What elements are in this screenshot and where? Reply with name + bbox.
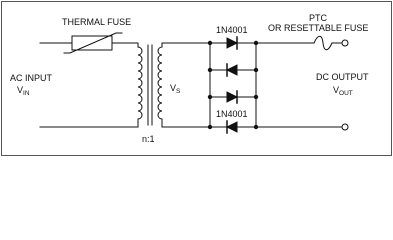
vs-label: VS	[170, 83, 181, 95]
input-bottom-wire	[39, 122, 139, 128]
input-top-wire	[39, 42, 139, 48]
junction-dot	[207, 124, 213, 130]
junction-dot	[207, 40, 213, 46]
turns-ratio-label: n:1	[142, 134, 155, 144]
transformer-secondary-coil	[157, 46, 163, 124]
diode-d3-symbol	[226, 90, 239, 104]
vin-label: VIN	[17, 85, 30, 97]
ptc-fuse-symbol	[313, 35, 333, 51]
secondary-bottom-wire	[161, 122, 211, 128]
schematic-canvas: THERMAL FUSE AC INPUT VIN VS n:1 1N4001 …	[1, 1, 392, 156]
diode-bottom-label: 1N4001	[216, 109, 248, 119]
diode-top-label: 1N4001	[216, 25, 248, 35]
thermal-fuse-symbol	[63, 32, 123, 54]
diode-d1-symbol	[226, 36, 239, 50]
junction-dot	[207, 94, 213, 100]
junction-dot	[253, 94, 259, 100]
junction-dot	[253, 67, 259, 73]
output-terminal-positive	[341, 39, 349, 47]
diode-d4-symbol	[225, 120, 238, 134]
diagram-frame	[1, 1, 392, 156]
resettable-fuse-label: OR RESETTABLE FUSE	[268, 23, 368, 33]
thermal-fuse-label: THERMAL FUSE	[62, 17, 131, 27]
junction-dot	[253, 124, 259, 130]
junction-dots	[207, 40, 259, 130]
diode-d2-symbol	[225, 63, 238, 77]
rectifier-schematic: THERMAL FUSE AC INPUT VIN VS n:1 1N4001 …	[1, 1, 392, 156]
transformer-primary-coil	[137, 46, 143, 124]
junction-dot	[253, 40, 259, 46]
transformer-core	[147, 44, 153, 126]
dc-output-label: DC OUTPUT	[316, 72, 369, 82]
ac-input-label: AC INPUT	[10, 73, 53, 83]
output-terminal-negative	[341, 123, 349, 131]
bridge-branch-wires	[209, 42, 257, 128]
secondary-top-wire	[161, 42, 211, 48]
junction-dot	[207, 67, 213, 73]
vout-label: VOUT	[333, 85, 353, 97]
ptc-label: PTC	[309, 13, 328, 23]
